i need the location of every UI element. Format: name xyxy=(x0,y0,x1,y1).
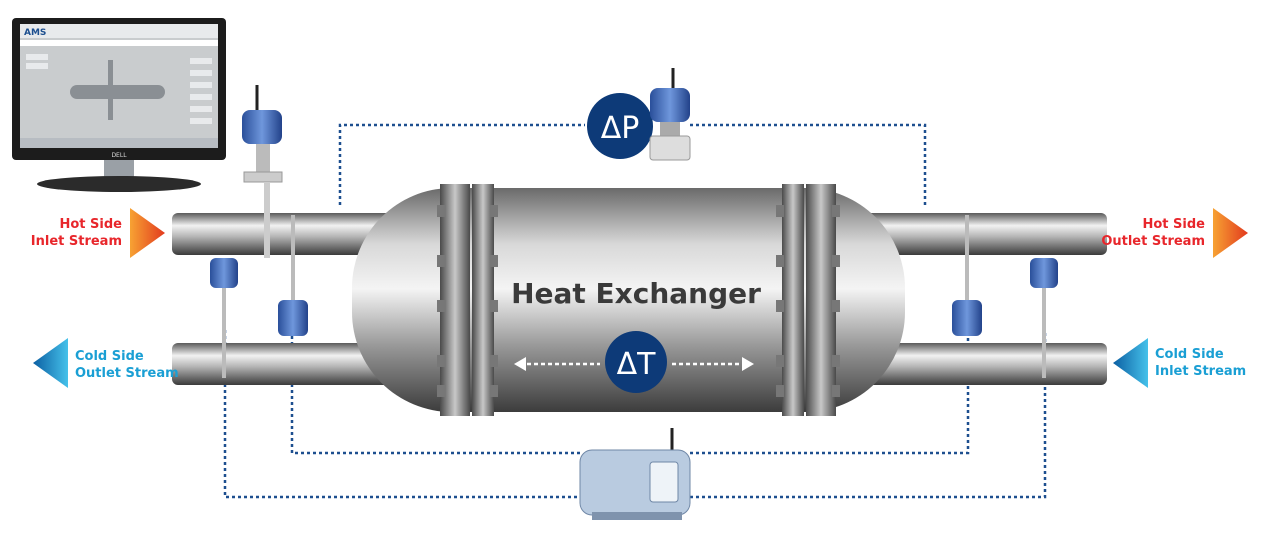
svg-text:ΔT: ΔT xyxy=(617,347,657,382)
hot-outlet-arrow xyxy=(1213,208,1248,258)
pressure-transmitter-icon xyxy=(649,68,691,161)
cold-inlet-label: Cold Side Inlet Stream xyxy=(1155,347,1246,379)
cold-outlet-label: Cold Side Outlet Stream xyxy=(75,349,179,381)
temperature-transmitter-icon xyxy=(210,215,1058,378)
svg-text:DELL: DELL xyxy=(111,152,127,159)
svg-text:Cold Side: Cold Side xyxy=(1155,347,1224,362)
cold-outlet-arrow xyxy=(33,338,68,388)
hot-inlet-label: Hot Side Inlet Stream xyxy=(31,217,122,249)
cold-inlet-arrow xyxy=(1113,338,1148,388)
svg-text:AMS: AMS xyxy=(24,28,46,38)
flow-transmitter-icon xyxy=(242,85,283,258)
monitor-icon: AMS DELL xyxy=(12,18,226,192)
svg-text:ΔP: ΔP xyxy=(601,111,640,146)
svg-text:Inlet Stream: Inlet Stream xyxy=(1155,364,1246,379)
heat-exchanger-vessel xyxy=(352,184,905,416)
delta-p-indicator: ΔP xyxy=(587,93,653,159)
svg-text:Inlet Stream: Inlet Stream xyxy=(31,234,122,249)
hot-inlet-arrow xyxy=(130,208,165,258)
svg-text:Hot Side: Hot Side xyxy=(1143,217,1206,232)
wireless-gateway-icon xyxy=(579,428,691,520)
svg-text:Cold Side: Cold Side xyxy=(75,349,144,364)
svg-text:Outlet Stream: Outlet Stream xyxy=(75,366,179,381)
svg-text:Hot Side: Hot Side xyxy=(60,217,123,232)
heat-exchanger-title: Heat Exchanger xyxy=(511,277,761,310)
svg-text:Outlet Stream: Outlet Stream xyxy=(1101,234,1205,249)
delta-t-indicator: ΔT xyxy=(514,331,754,393)
hot-outlet-label: Hot Side Outlet Stream xyxy=(1101,217,1205,249)
